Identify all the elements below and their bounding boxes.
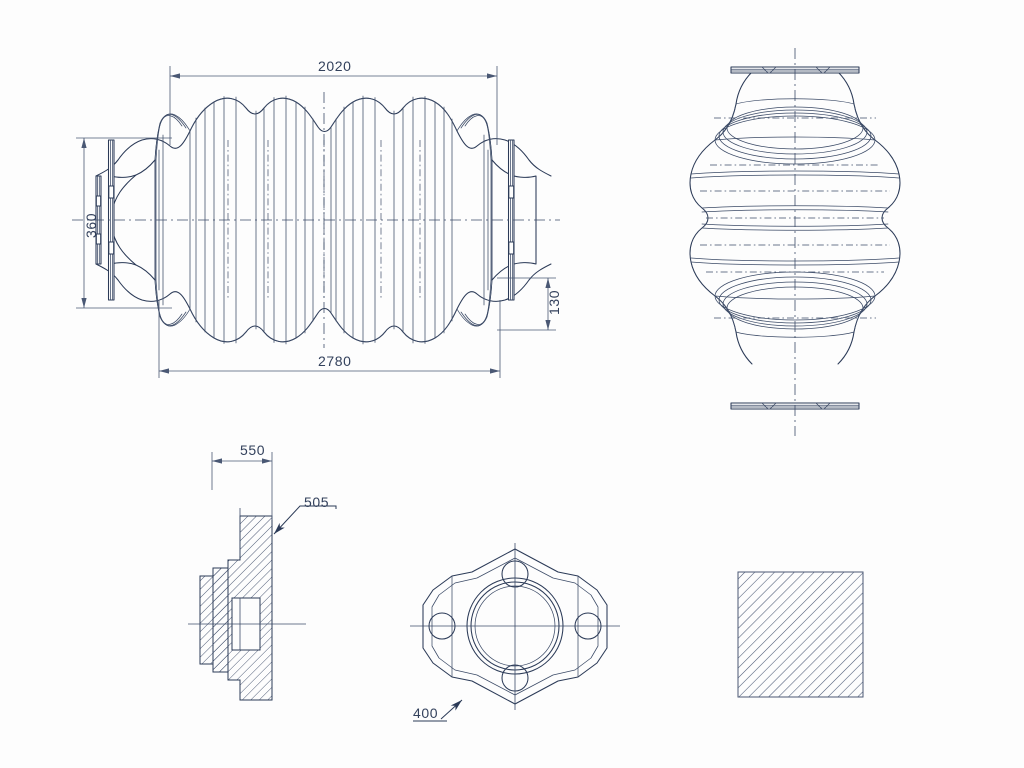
dimension-2780 [158,300,501,378]
leader-400 [413,699,463,722]
flange-face-view [410,543,620,722]
dimension-label-2780: 2780 [318,353,352,369]
dimension-550 [211,452,273,520]
dimension-label-130: 130 [546,289,562,315]
dimension-label-550: 550 [240,442,266,458]
dimension-label-505: 505 [304,494,330,510]
bellows-outer-profile [95,97,552,343]
dimension-label-2020: 2020 [318,58,352,74]
flange-section-detail [188,452,337,701]
left-end-flange [95,139,156,301]
dimension-label-400: 400 [413,705,439,721]
leader-505 [273,505,337,535]
dimension-label-360: 360 [83,212,99,238]
dimension-130 [497,277,556,331]
end-elevation-view [689,48,901,436]
material-hatch-swatch [737,571,864,698]
main-section-view [72,66,560,378]
dimension-360 [76,137,172,309]
dimension-2020 [169,66,498,145]
